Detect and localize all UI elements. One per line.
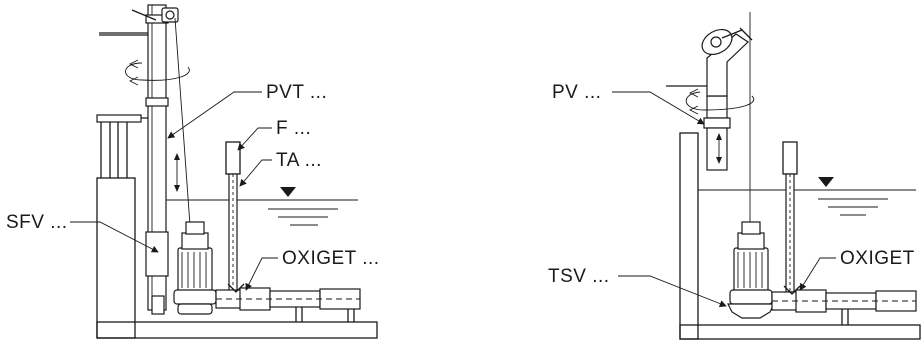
right-installation: PV ... TSV ... OXIGET ... xyxy=(548,12,921,340)
right-guide-post xyxy=(666,12,755,222)
left-water-surface xyxy=(166,187,358,226)
right-leader-lines xyxy=(612,91,836,308)
label-tsv: TSV ... xyxy=(548,266,610,287)
label-f: F ... xyxy=(276,118,311,139)
right-air-tube xyxy=(782,141,798,293)
right-water-surface xyxy=(698,177,916,216)
right-ejector-pipe xyxy=(771,285,917,325)
label-sfv: SFV ... xyxy=(6,212,68,233)
left-support-frame xyxy=(96,114,158,178)
left-installation: PVT ... F ... TA ... SFV ... OXIGET ... xyxy=(6,4,380,339)
label-oxiget-left: OXIGET ... xyxy=(282,248,380,269)
left-ejector-pipe xyxy=(215,283,361,322)
left-guide-column xyxy=(99,4,191,315)
left-leader-lines xyxy=(70,91,278,291)
left-brick-wall xyxy=(96,177,378,339)
left-air-tube xyxy=(225,141,241,293)
label-pv: PV ... xyxy=(552,82,601,103)
right-pump xyxy=(727,221,775,319)
label-ta: TA ... xyxy=(276,150,322,171)
label-pvt: PVT ... xyxy=(266,82,327,103)
label-oxiget-right: OXIGET ... xyxy=(840,248,921,269)
right-brick-wall xyxy=(679,132,921,340)
left-pump xyxy=(173,221,217,315)
